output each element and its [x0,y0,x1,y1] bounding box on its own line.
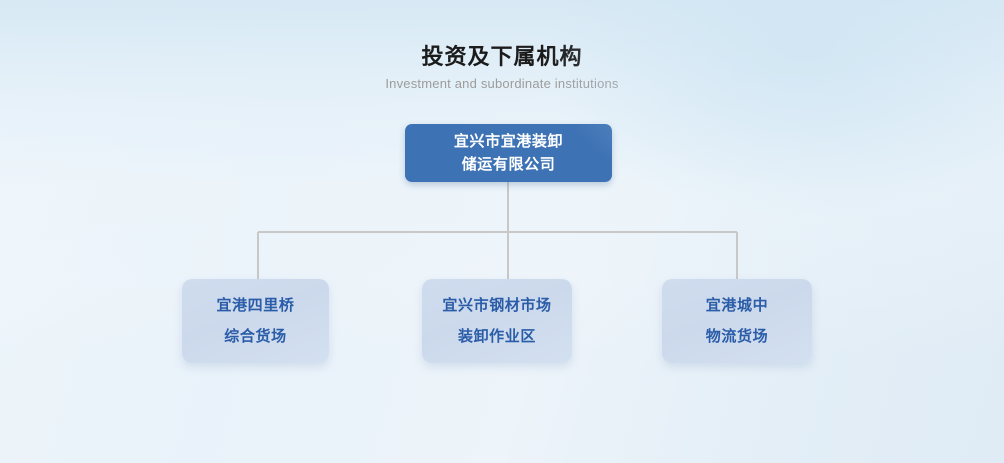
org-node-child-0-line-2: 综合货场 [224,328,287,345]
org-node-child-1-line-1: 宜兴市钢材市场 [442,297,552,314]
org-node-child-2-line-1: 宜港城中 [705,297,769,314]
org-node-child-steel-market[interactable]: 宜兴市钢材市场 装卸作业区 [422,279,572,363]
org-node-child-0-line-1: 宜港四里桥 [216,297,295,314]
page-subtitle: Investment and subordinate institutions [385,76,619,91]
org-node-root-line-1: 宜兴市宜港装卸 [453,133,564,150]
page-heading: 投资及下属机构 Investment and subordinate insti… [0,43,1004,93]
org-node-child-2-line-2: 物流货场 [705,328,769,345]
org-node-child-1-line-2: 装卸作业区 [457,328,536,345]
page-title: 投资及下属机构 [421,44,583,69]
org-node-root[interactable]: 宜兴市宜港装卸 储运有限公司 [405,124,612,182]
org-node-root-line-2: 储运有限公司 [461,156,556,173]
org-node-child-siliqiao-yard[interactable]: 宜港四里桥 综合货场 [182,279,329,363]
org-node-child-chengzhong-logistics[interactable]: 宜港城中 物流货场 [662,279,812,363]
